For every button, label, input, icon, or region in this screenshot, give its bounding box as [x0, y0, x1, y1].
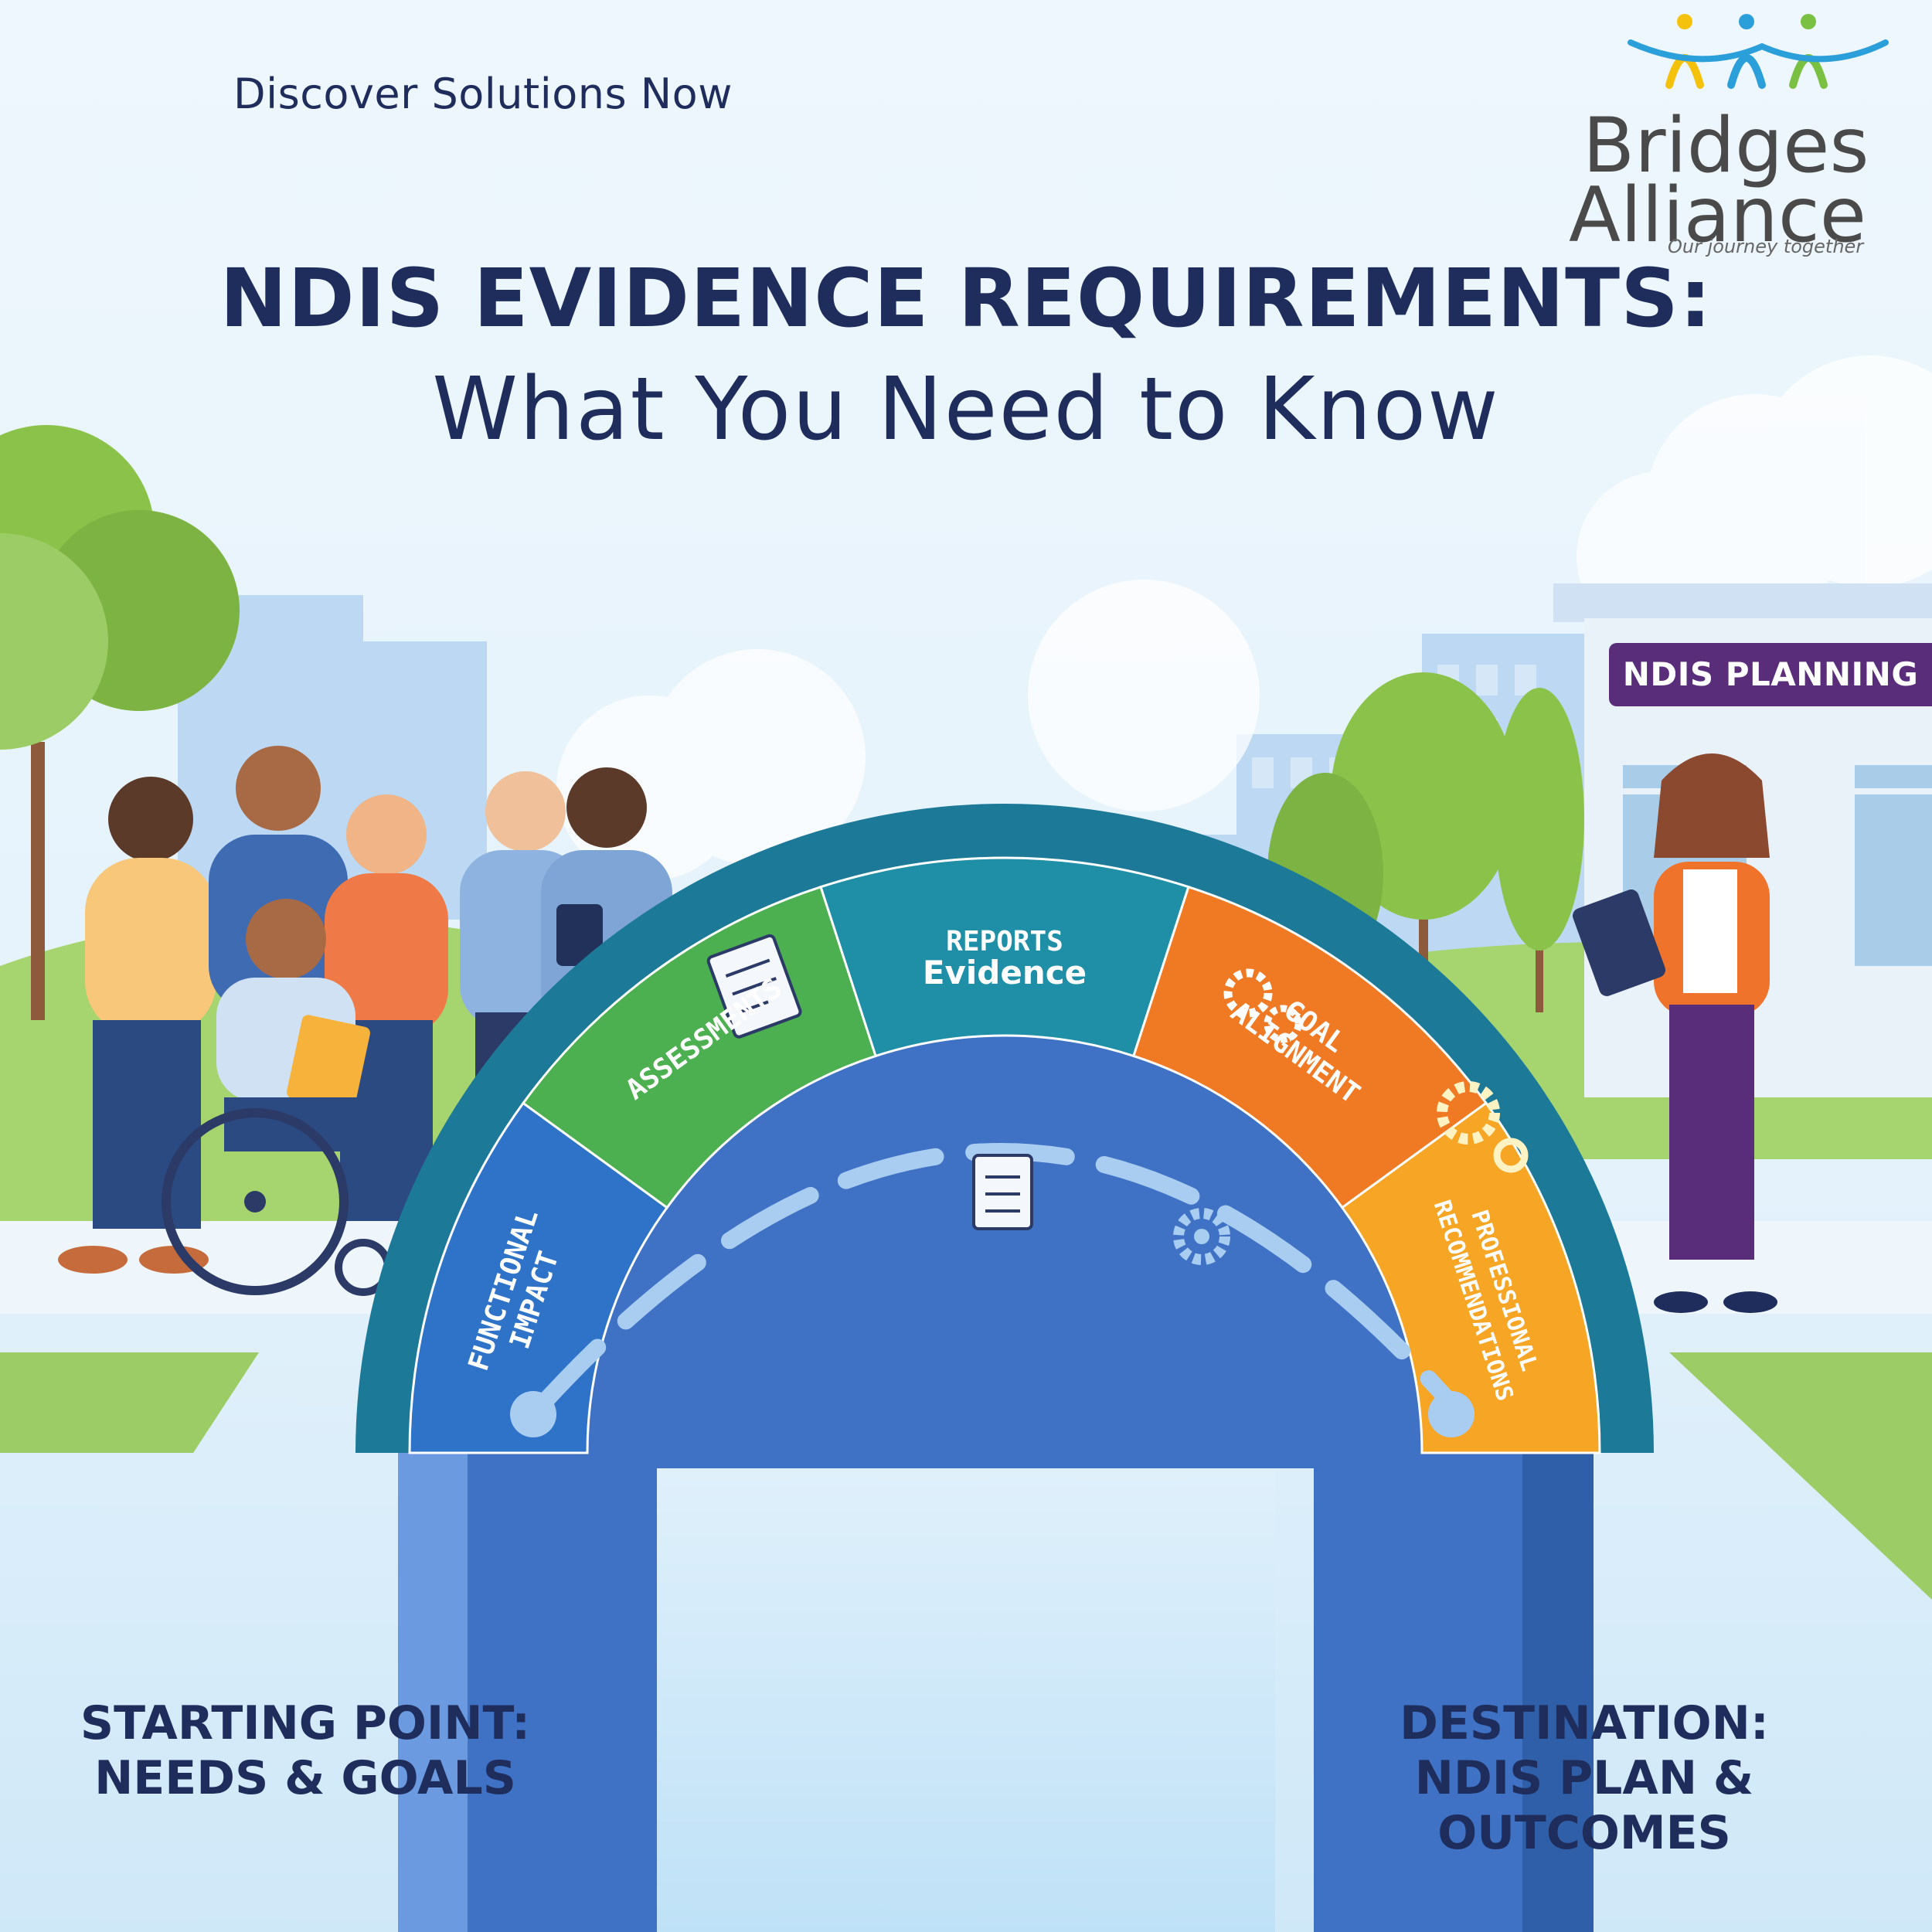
- bridge-segment-professional-recommendations: [1340, 1101, 1601, 1454]
- person-woman-yellow: [58, 777, 216, 1274]
- destination-label: DESTINATION: NDIS PLAN & OUTCOMES: [1267, 1696, 1901, 1860]
- tagline: Discover Solutions Now: [233, 70, 733, 118]
- person-woman-orange: [325, 794, 448, 1221]
- bridge-arch: [355, 804, 1654, 1468]
- clipboard-icon: [972, 1154, 1033, 1230]
- logo-tagline: Our journey together: [1668, 236, 1864, 257]
- person-planner: [1573, 753, 1777, 1313]
- gears-icon: [1437, 1081, 1529, 1173]
- tree-left: [0, 425, 240, 1020]
- logo-wave: [1628, 39, 1889, 63]
- ndis-planning-sign: NDIS PLANNING: [1609, 643, 1932, 706]
- bridge-top-label: Evidence: [923, 954, 1087, 992]
- destination-line2: NDIS PLAN & OUTCOMES: [1414, 1750, 1754, 1860]
- logo-word-alliance: Alliance: [1569, 172, 1867, 260]
- logo-figure-body: [1727, 54, 1766, 89]
- logo-figure-head: [1801, 14, 1816, 29]
- document-icon: [706, 934, 802, 1039]
- starting-point-line2: NEEDS & GOALS: [94, 1750, 516, 1805]
- destination-line1: DESTINATION:: [1400, 1696, 1769, 1750]
- gear-icon: [1173, 1208, 1230, 1265]
- rail-end-right: [1428, 1391, 1475, 1437]
- headline: NDIS EVIDENCE REQUIREMENTS:: [219, 251, 1713, 345]
- starting-point-line1: STARTING POINT:: [80, 1696, 531, 1750]
- logo-word-bridges: Bridges: [1583, 102, 1869, 190]
- segment-label-reports: REPORTS: [946, 926, 1063, 957]
- bridge-underside: [587, 1036, 1422, 1468]
- rail-end-left: [510, 1391, 556, 1437]
- person-wheelchair: [162, 899, 392, 1296]
- handshake-gear-icon: [1223, 968, 1302, 1043]
- logo-figure-head: [1677, 14, 1692, 29]
- tree-right-3: [1495, 688, 1584, 1012]
- logo-figure-head: [1739, 14, 1754, 29]
- starting-point-label: STARTING POINT: NEEDS & GOALS: [31, 1696, 580, 1806]
- logo-people-icon: [1628, 14, 1889, 89]
- subheadline: What You Need to Know: [432, 359, 1500, 460]
- bridge-rail: [525, 1143, 1469, 1423]
